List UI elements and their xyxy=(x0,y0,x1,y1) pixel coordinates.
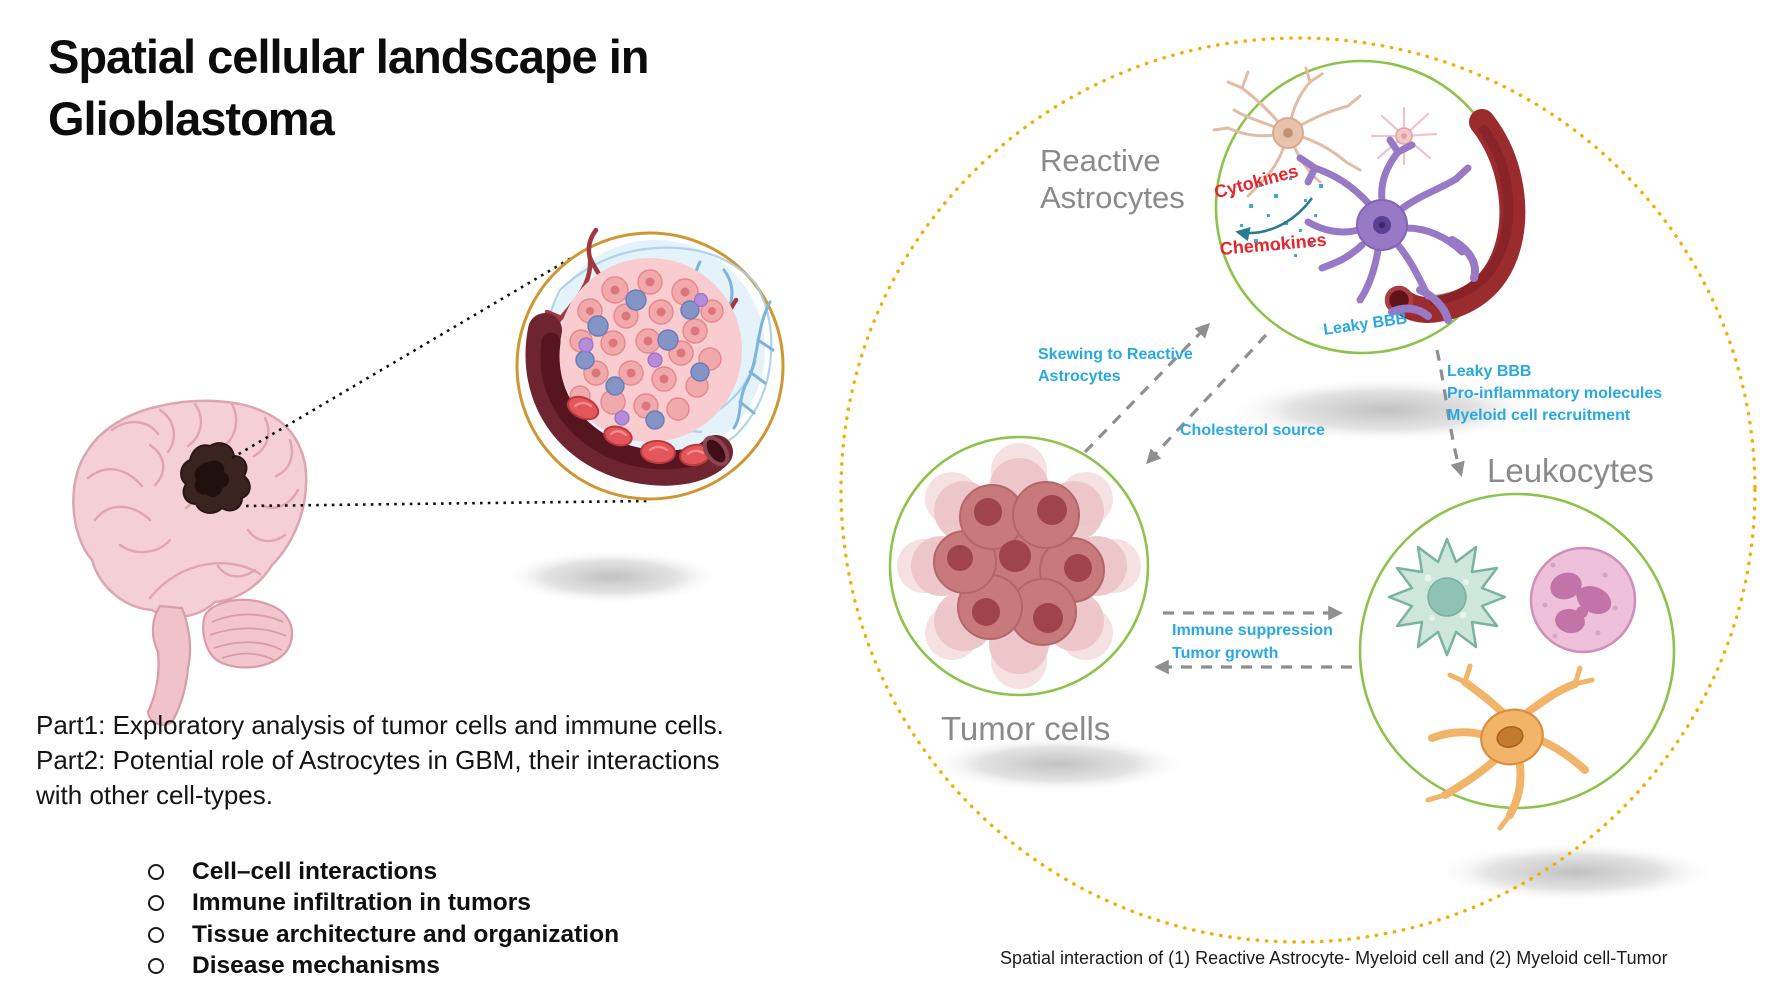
astro-to-leuko-line3: Myeloid cell recruitment xyxy=(1447,407,1631,424)
astrocyte-node-shadow xyxy=(1227,378,1543,442)
edge-arrows xyxy=(1083,322,1465,675)
slide-title-line1: Spatial cellular landscape in xyxy=(48,30,650,83)
intro-part2-cont: with other cell-types. xyxy=(36,780,273,810)
tumor-label-shadow xyxy=(928,736,1188,792)
tumor-spot xyxy=(180,442,251,514)
tumor-growth-line: Tumor growth xyxy=(1172,645,1279,662)
slide-title-line2: Glioblastoma xyxy=(48,92,335,145)
myeloid-cell xyxy=(1425,663,1595,831)
circle-bullet-icon xyxy=(148,958,164,975)
cytokine-arrow xyxy=(1235,197,1314,242)
immune-suppression-line: Immune suppression xyxy=(1172,622,1333,639)
skewing-label-line1: Skewing to Reactive xyxy=(1038,346,1193,363)
skewing-label: Skewing to Reactive Astrocytes xyxy=(1038,344,1193,388)
bullet-label: Tissue architecture and organization xyxy=(192,920,620,948)
intro-text: Part1: Exploratory analysis of tumor cel… xyxy=(36,708,724,813)
list-item: Immune infiltration in tumors xyxy=(148,888,619,920)
leukocyte-node-shadow xyxy=(1433,843,1717,901)
outer-dotted-circle xyxy=(839,36,1757,944)
tumor-microenvironment-inset xyxy=(515,227,785,501)
intro-part1: Part1: Exploratory analysis of tumor cel… xyxy=(36,710,724,740)
bullet-label: Immune infiltration in tumors xyxy=(192,889,531,917)
circle-bullet-icon xyxy=(148,926,164,943)
leukocytes-label: Leukocytes xyxy=(1487,452,1654,489)
slide-title: Spatial cellular landscape in Glioblasto… xyxy=(48,26,650,150)
edge-arrow-skewing xyxy=(1083,322,1211,454)
intro-part2: Part2: Potential role of Astrocytes in G… xyxy=(36,745,720,775)
astro-to-leuko-label: Leaky BBB Pro-inflammatory molecules Mye… xyxy=(1447,361,1662,427)
list-item: Cell–cell interactions xyxy=(148,856,619,888)
leukocyte-cells xyxy=(1387,537,1637,831)
reactive-astrocytes-label-line2: Astrocytes xyxy=(1040,180,1185,215)
cholesterol-source-label: Cholesterol source xyxy=(1180,422,1325,439)
inset-shadow xyxy=(502,550,722,604)
bullet-label: Cell–cell interactions xyxy=(192,857,438,885)
neutrophil-cell xyxy=(1529,546,1637,654)
reactive-astrocyte-cells xyxy=(1212,66,1526,324)
reactive-astrocytes-label-line1: Reactive xyxy=(1040,143,1161,178)
tumor-cell-cluster xyxy=(897,443,1141,689)
list-item: Disease mechanisms xyxy=(148,951,619,983)
cytokine-dots xyxy=(1231,177,1323,257)
circle-bullet-icon xyxy=(148,863,164,880)
astro-to-leuko-line2: Pro-inflammatory molecules xyxy=(1447,385,1663,402)
brain-illustration xyxy=(72,399,308,726)
edge-arrow-astro-to-leuko xyxy=(1435,349,1465,477)
reactive-astrocytes-label: Reactive Astrocytes xyxy=(1040,142,1185,216)
astro-to-leuko-line1: Leaky BBB xyxy=(1447,363,1532,380)
circle-bullet-icon xyxy=(148,895,164,912)
topic-bullet-list: Cell–cell interactions Immune infiltrati… xyxy=(148,856,619,982)
blood-vessel xyxy=(525,313,733,486)
bullet-label: Disease mechanisms xyxy=(192,952,440,980)
tumor-cells-label: Tumor cells xyxy=(941,710,1111,747)
figure-caption: Spatial interaction of (1) Reactive Astr… xyxy=(1000,948,1668,968)
zoom-connector-lines xyxy=(231,255,649,508)
edge-arrow-cholesterol xyxy=(1145,333,1268,465)
tumor-leuko-label: Immune suppression Tumor growth xyxy=(1172,619,1333,665)
list-item: Tissue architecture and organization xyxy=(148,919,619,951)
skewing-label-line2: Astrocytes xyxy=(1038,368,1121,385)
